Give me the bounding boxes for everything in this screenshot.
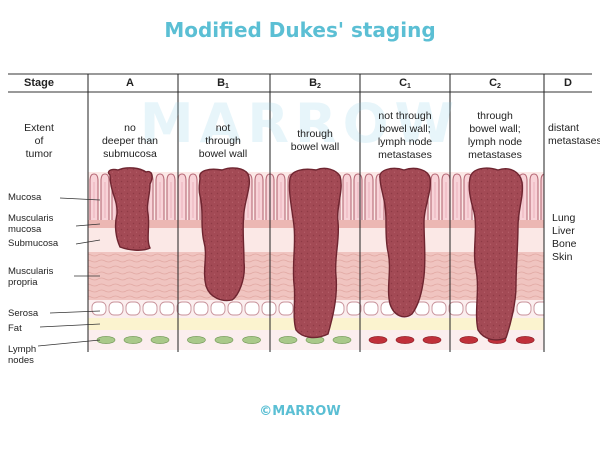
layer-label-muscularis-propria: Muscularis propria xyxy=(8,266,54,288)
serosa-cell xyxy=(159,301,175,316)
metastasis-site-skin: Skin xyxy=(552,251,573,263)
serosa-cell xyxy=(142,301,158,316)
layer-label-mucosa: Mucosa xyxy=(8,192,42,203)
stage-header-c2: C2 xyxy=(489,77,501,90)
lymph-node xyxy=(123,336,143,344)
serosa-cell xyxy=(533,301,544,316)
serosa-cell xyxy=(244,301,260,316)
stage-header-d: D xyxy=(564,77,572,89)
metastasis-site-lung: Lung xyxy=(552,212,576,224)
lymph-node-positive xyxy=(459,336,479,344)
lymph-node xyxy=(332,336,352,344)
lymph-node xyxy=(278,336,298,344)
layer-leader-line xyxy=(39,323,101,328)
metastasis-sites: Lung Liver Bone Skin xyxy=(552,212,577,264)
tumor-stage-c1 xyxy=(379,167,432,318)
serosa-cell xyxy=(448,301,464,316)
layer-label-submucosa: Submucosa xyxy=(8,238,59,249)
layer-leader-line xyxy=(59,197,101,201)
lymph-node xyxy=(214,336,234,344)
serosa-cell xyxy=(516,301,532,316)
serosa-cell xyxy=(176,301,192,316)
stage-header-c1: C1 xyxy=(399,77,411,90)
stage-header-label: Stage xyxy=(24,77,54,89)
lymph-node-positive xyxy=(515,336,535,344)
tumor-masses xyxy=(107,167,524,341)
watermark: MARROW xyxy=(139,92,461,155)
lymph-node-positive xyxy=(368,336,388,344)
serosa-cell xyxy=(346,301,362,316)
layer-label-muscularis-mucosa: Muscularis mucosa xyxy=(8,213,54,235)
tumor-stage-c2 xyxy=(468,167,524,341)
tumor-stage-a xyxy=(107,167,153,251)
serosa-cell xyxy=(431,301,447,316)
layer-leader-line xyxy=(37,339,101,347)
tumor-stage-b2 xyxy=(288,167,342,339)
layer-label-serosa: Serosa xyxy=(8,308,39,319)
figure-title: Modified Dukes' staging xyxy=(164,18,436,42)
stage-header-b2: B2 xyxy=(309,77,321,90)
serosa-cell xyxy=(227,301,243,316)
serosa-cell xyxy=(91,301,107,316)
layer-leader-line xyxy=(75,239,101,245)
layer-label-fat: Fat xyxy=(8,323,22,334)
serosa-cell xyxy=(261,301,277,316)
stage-header-a: A xyxy=(126,77,134,89)
layer-leader-line xyxy=(49,310,101,314)
metastasis-site-liver: Liver xyxy=(552,225,575,237)
marrow-logo: ©MARROW xyxy=(259,404,341,419)
column-divider-lines xyxy=(87,74,545,352)
stage-header-b1: B1 xyxy=(217,77,229,90)
lymph-node xyxy=(150,336,170,344)
lymph-node-positive xyxy=(395,336,415,344)
tumor-stage-b1 xyxy=(198,167,251,302)
lymph-node xyxy=(242,336,261,344)
metastasis-site-bone: Bone xyxy=(552,238,577,250)
serosa-cell xyxy=(108,301,124,316)
serosa-cell xyxy=(363,301,379,316)
serosa-cell xyxy=(278,301,294,316)
crypt xyxy=(540,173,544,220)
layer-leader-line xyxy=(75,223,101,227)
serosa-cell xyxy=(210,301,226,316)
serosa-cell xyxy=(193,301,209,316)
layer-label-lymph-nodes: Lymph nodes xyxy=(8,344,37,366)
lymph-node xyxy=(187,336,206,344)
serosa-cell xyxy=(125,301,141,316)
layer-leader-lines xyxy=(37,197,101,347)
lymph-node-positive xyxy=(422,336,442,344)
